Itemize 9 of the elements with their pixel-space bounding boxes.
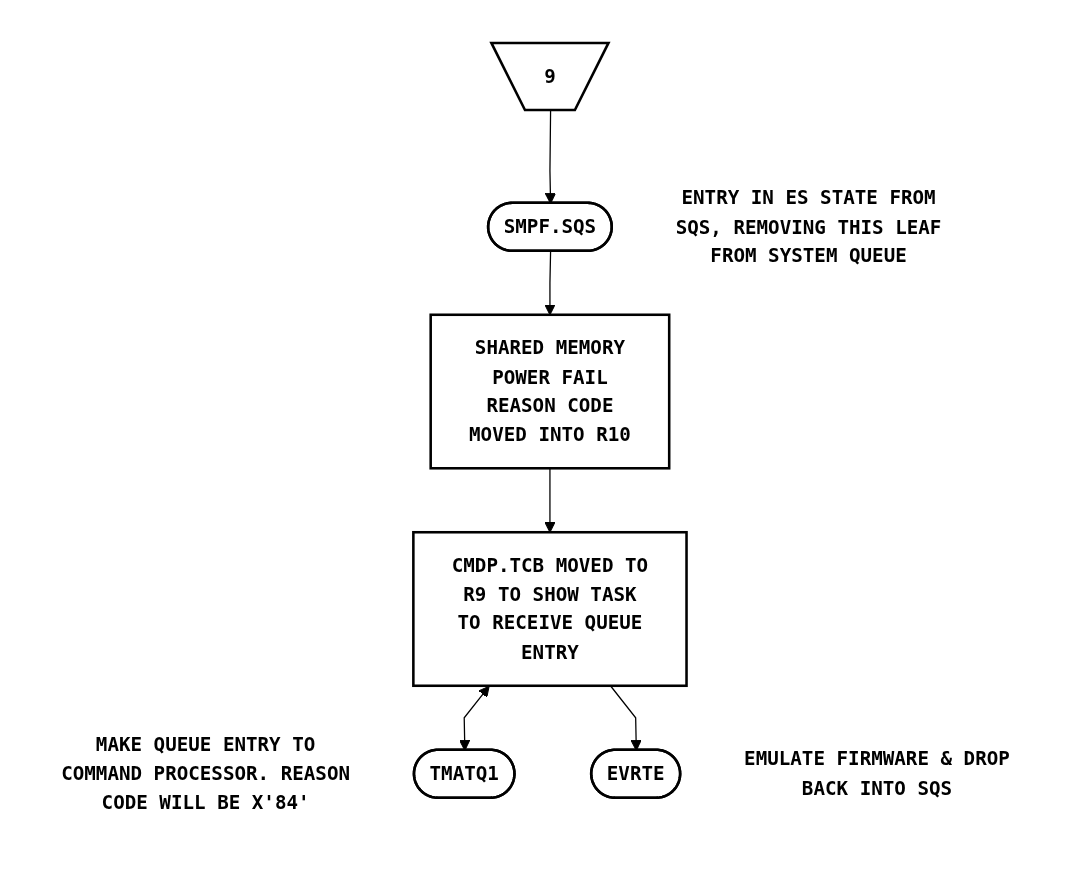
process-box: SHARED MEMORY POWER FAIL REASON CODE MOVED INTO R10: [429, 313, 671, 470]
terminal-oval: SMPF.SQS: [486, 201, 613, 253]
terminal-oval: EVRTE: [589, 748, 682, 799]
note-text: ENTRY IN ES STATE FROM SQS, REMOVING THIS LEAF FROM SYSTEM QUEUE: [675, 186, 942, 267]
off-page-connector: 9: [489, 41, 611, 112]
process-box: CMDP.TCB MOVED TO R9 TO SHOW TASK TO RECEIVE QUEUE ENTRY: [412, 530, 688, 688]
note-text: EMULATE FIRMWARE & DROP BACK INTO SQS: [744, 747, 1010, 800]
note-text: MAKE QUEUE ENTRY TO COMMAND PROCESSOR. REASON CODE WILL BE X'84': [61, 733, 350, 814]
terminal-oval: TMATQ1: [412, 748, 516, 799]
